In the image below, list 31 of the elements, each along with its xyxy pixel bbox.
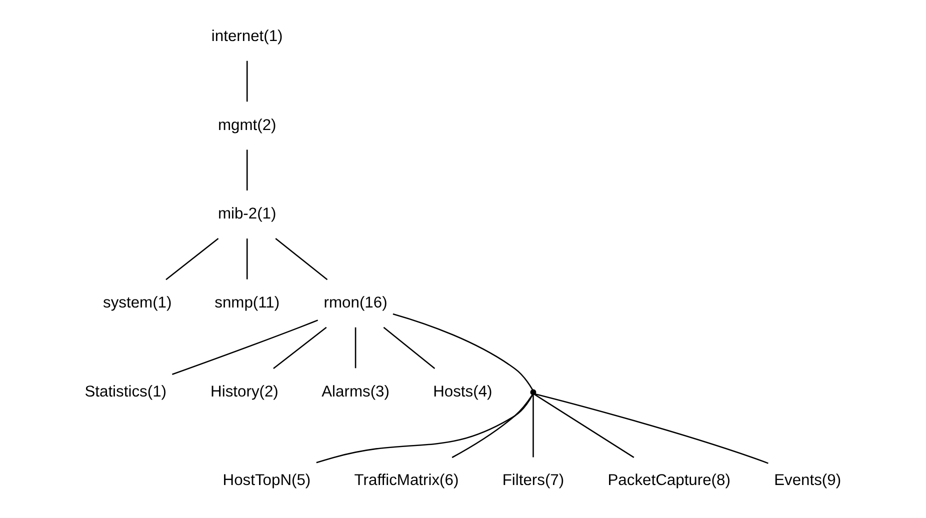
node-text: TrafficMatrix(6) bbox=[354, 472, 459, 490]
connector bbox=[273, 326, 327, 369]
node-text: internet(1) bbox=[211, 28, 283, 45]
connector bbox=[534, 394, 634, 458]
node-text: rmon(16) bbox=[324, 294, 388, 312]
connector bbox=[383, 326, 436, 369]
connector bbox=[532, 395, 534, 458]
connector bbox=[166, 238, 219, 280]
connector bbox=[354, 327, 356, 368]
node-text: snmp(11) bbox=[214, 294, 280, 312]
connector bbox=[316, 394, 534, 464]
connector bbox=[392, 313, 534, 390]
node-text: History(2) bbox=[210, 383, 278, 400]
node-text: mib-2(1) bbox=[218, 206, 276, 223]
connector bbox=[172, 320, 318, 376]
node-text: Statistics(1) bbox=[84, 383, 166, 400]
connector bbox=[246, 150, 248, 190]
node-point bbox=[530, 389, 536, 396]
node-text: Filters(7) bbox=[502, 472, 564, 490]
node-text: Alarms(3) bbox=[322, 383, 390, 400]
node-text: HostTopN(5) bbox=[222, 472, 311, 490]
connector bbox=[534, 393, 768, 464]
node-text: Events(9) bbox=[774, 472, 842, 490]
node-text: Hosts(4) bbox=[433, 383, 492, 400]
node-text: mgmt(2) bbox=[218, 116, 276, 134]
connector bbox=[275, 238, 328, 280]
node-text: PacketCapture(8) bbox=[608, 472, 730, 490]
connector bbox=[452, 394, 533, 458]
node-text: system(1) bbox=[103, 294, 172, 312]
connector bbox=[246, 238, 248, 280]
connector bbox=[246, 60, 248, 102]
